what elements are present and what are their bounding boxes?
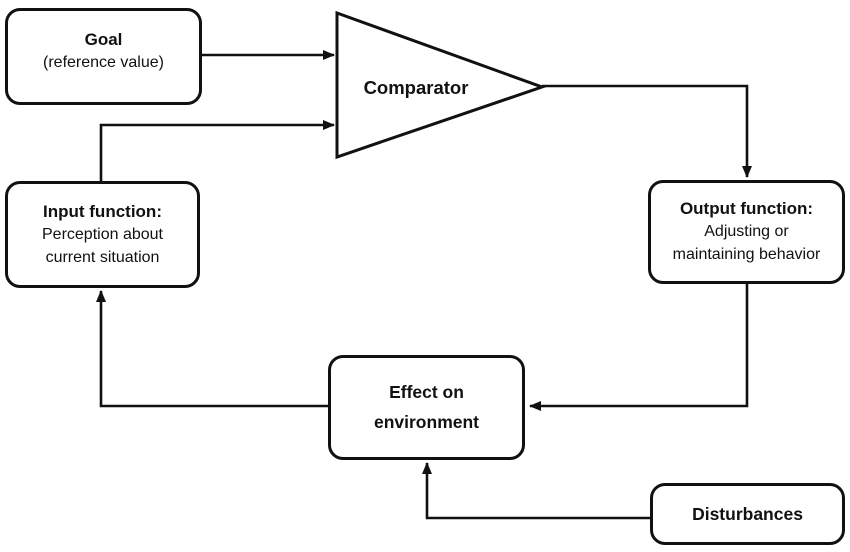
output-function-title: Output function: [679,199,814,219]
output-function-line2: maintaining behavior [672,246,821,264]
input-function-node: Input function: Perception about current… [5,181,200,288]
output-function-node: Output function: Adjusting or maintainin… [648,180,845,284]
arrow-input-to-comparator [99,120,335,182]
goal-node: Goal (reference value) [5,8,202,105]
input-function-line1: Perception about [42,225,163,243]
output-function-line1: Adjusting or [704,223,789,241]
comparator-label: Comparator [363,77,469,98]
input-function-line2: current situation [45,248,160,266]
goal-title: Goal [84,30,123,50]
effect-line2: environment [373,411,480,432]
effect-on-environment-node: Effect on environment [328,355,525,460]
arrow-disturbances-to-effect [422,462,650,520]
arrow-output-to-effect [529,283,749,411]
disturbances-node: Disturbances [650,483,845,545]
arrow-effect-to-input [96,290,328,408]
input-function-title: Input function: [43,201,162,221]
goal-subtitle: (reference value) [43,54,164,72]
disturbances-title: Disturbances [692,503,803,524]
comparator-triangle [335,10,547,160]
effect-line1: Effect on [389,381,464,402]
arrow-comparator-to-output [542,84,752,178]
